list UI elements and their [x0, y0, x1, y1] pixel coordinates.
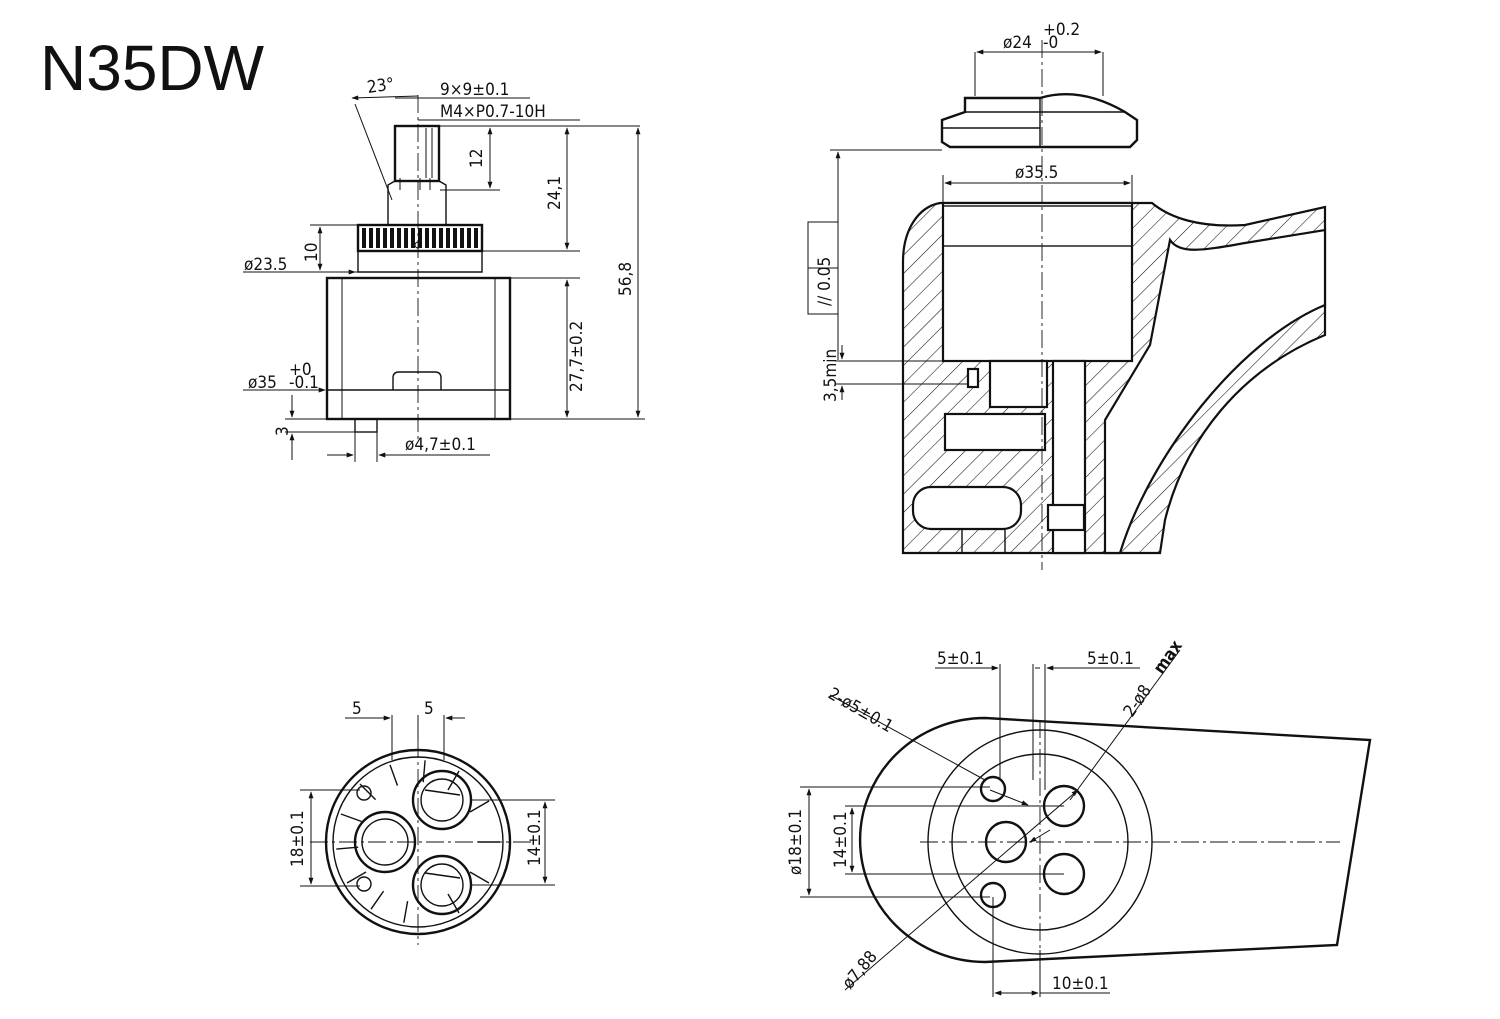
- dim-housing-spacing-right: 5±0.1: [1087, 649, 1134, 669]
- dim-housing-vertical-inner: 14±0.1: [831, 811, 851, 868]
- ring-tooth: [467, 228, 471, 248]
- ring-tooth: [390, 228, 394, 248]
- ring-tooth: [369, 228, 373, 248]
- dim-base-spacing-right: 5: [424, 699, 434, 719]
- dim-stem-length: 12: [467, 149, 487, 168]
- outlet-channel: [1103, 228, 1327, 555]
- dim-parallelism: // 0.05: [815, 257, 835, 306]
- cartridge-body: [325, 276, 512, 421]
- dim-large-holes-max: max: [1150, 637, 1187, 678]
- ring-tooth: [397, 228, 401, 248]
- housing-view: 5±0.1 5±0.1 2-ø5±0.1 2-ø8 max ø18±0.1 14…: [786, 637, 1372, 997]
- ring-tooth: [460, 228, 464, 248]
- dim-body-height: 27,7±0.2: [567, 321, 587, 392]
- knurled-ring: [356, 223, 484, 253]
- dim-housing-vertical-outer: ø18±0.1: [786, 809, 806, 875]
- inlet-port: [911, 485, 1023, 531]
- side-view: 23° 9×9±0.1 M4×P0.7-10H 12 24,1 56,8 27,…: [243, 74, 645, 462]
- ring-tooth: [432, 228, 436, 248]
- dim-min-depth: 3,5min: [821, 349, 841, 402]
- dim-stem-square: 9×9±0.1: [440, 80, 509, 100]
- ring-tooth: [446, 228, 450, 248]
- dim-small-holes: 2-ø5±0.1: [825, 684, 897, 737]
- dim-upper-height: 24,1: [545, 176, 565, 210]
- dim-body-diameter: ø35: [248, 373, 277, 393]
- dim-nut-diameter: ø24: [1003, 33, 1032, 53]
- dim-ring-diameter: ø23.5: [244, 255, 287, 275]
- bottom-view: 5 5 18±0.1 14±0.1: [288, 699, 555, 945]
- dim-nut-tol-upper: +0.2: [1043, 20, 1080, 40]
- dim-angle: 23°: [366, 74, 396, 98]
- ring-tooth: [362, 228, 366, 248]
- cartridge-bore: [941, 201, 1134, 363]
- dim-base-spacing-left: 5: [352, 699, 362, 719]
- hole-small-upper: [979, 775, 1007, 803]
- base-port-lower: [411, 854, 473, 916]
- dim-bore-diameter: ø35.5: [1015, 163, 1058, 183]
- dim-center-diameter: ø7,88: [839, 947, 882, 993]
- bottom-pin: [354, 418, 378, 433]
- dim-thread: M4×P0.7-10H: [440, 102, 546, 122]
- retaining-nut: [940, 93, 1139, 149]
- ring-tooth: [439, 228, 443, 248]
- inner-cavity-a: [988, 359, 1049, 409]
- ring-tooth: [383, 228, 387, 248]
- drawing-title: N35DW: [40, 32, 265, 104]
- ring-tooth: [425, 228, 429, 248]
- dim-body-tol-lower: -0.1: [289, 373, 319, 393]
- housing-outline: [858, 716, 1372, 964]
- base-pin-bottom: [356, 876, 372, 892]
- dim-base-vertical-right: 14±0.1: [525, 809, 545, 866]
- ring-tooth: [453, 228, 457, 248]
- dim-large-holes: 2-ø8: [1120, 681, 1156, 721]
- dim-pin-height: 3: [273, 426, 293, 436]
- ring-tooth: [411, 228, 415, 248]
- dim-base-vertical-left: 18±0.1: [288, 810, 308, 867]
- dim-housing-horizontal: 10±0.1: [1052, 974, 1109, 994]
- section-view: ø24 +0.2 -0 ø35.5 // 0.05 3,5min: [807, 20, 1327, 570]
- base-port-upper: [411, 769, 473, 831]
- dim-nut-tol-lower: -0: [1043, 33, 1058, 53]
- ring-tooth: [404, 228, 408, 248]
- ring-tooth: [376, 228, 380, 248]
- dim-housing-spacing-left: 5±0.1: [937, 649, 984, 669]
- dim-pin-diameter: ø4,7±0.1: [405, 435, 476, 455]
- body-notch: [392, 371, 442, 390]
- ring-tooth: [418, 228, 422, 248]
- dim-ring-height: 10: [302, 243, 322, 262]
- ring-collar: [357, 251, 483, 273]
- stem-neck: [387, 180, 447, 226]
- dim-total-height: 56,8: [616, 262, 636, 296]
- ring-tooth: [474, 228, 478, 248]
- base-pin-top: [356, 785, 372, 801]
- dim-body-tol-upper: +0: [289, 360, 312, 380]
- inner-cavity-b: [943, 412, 1047, 452]
